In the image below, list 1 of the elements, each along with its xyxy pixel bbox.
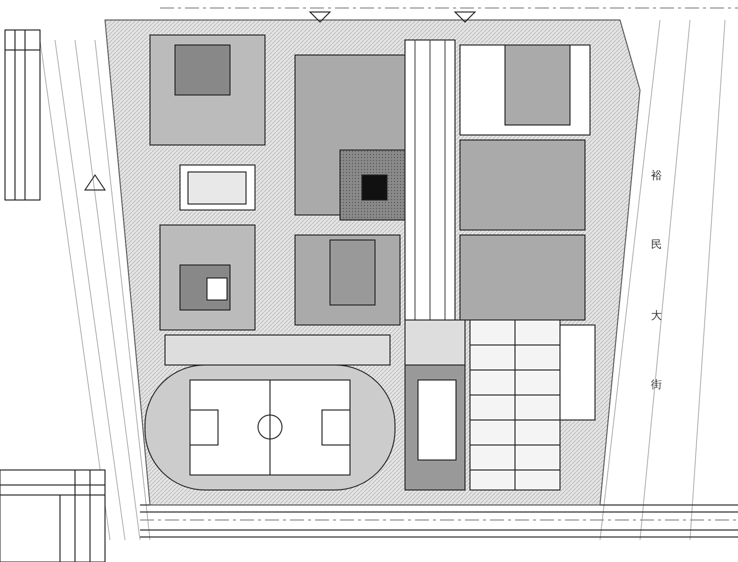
road-name: 裕民大街 <box>650 160 662 440</box>
